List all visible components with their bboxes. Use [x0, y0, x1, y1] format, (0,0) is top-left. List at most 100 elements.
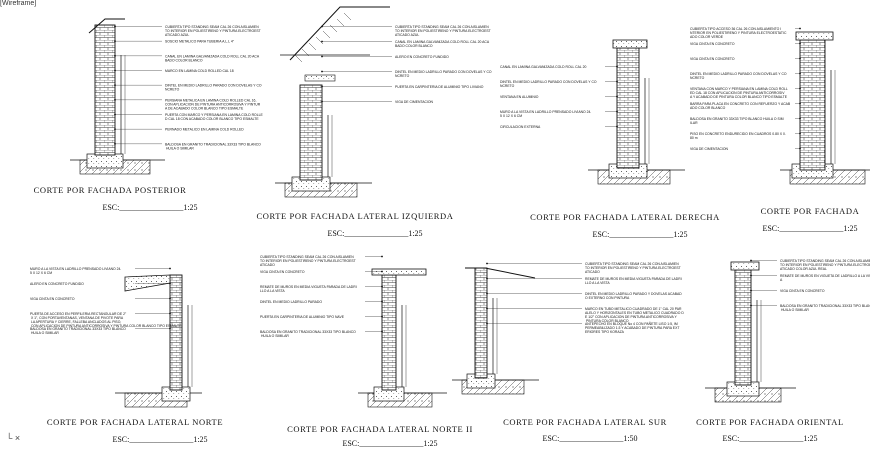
- note-text: VENTANA CON MARCO Y PERSIANA EN LAMINA C…: [690, 87, 788, 99]
- section-title: CORTE POR FACHADA: [761, 206, 860, 216]
- note-text: BALDOSA EN GRANITO TRADICIONAL 33X33 TIP…: [780, 304, 870, 312]
- ring-beam: [795, 31, 834, 41]
- section-scale: ESC:________________1:25: [327, 229, 422, 238]
- note-text: VENTANA EN ALUMINIO: [500, 95, 539, 99]
- section-7[interactable]: CUBIERTA TIPO STANDING SEAM CAL 26 CON A…: [452, 262, 684, 443]
- leader-dot: [114, 54, 116, 57]
- section-3[interactable]: CANAL EN LAMINA GALVANIZADA COLD ROLL CA…: [500, 39, 720, 239]
- roof-hatch: [308, 42, 317, 51]
- section-4[interactable]: CUBIERTA TIPO ACCESO 36 CAL 26 CON AISLA…: [690, 27, 870, 233]
- note-text: DINTEL EN MEDIO LADRILLO PARADO CON DOVE…: [165, 84, 262, 92]
- cantilever-eave: [124, 274, 171, 292]
- roof-hatch: [336, 18, 345, 27]
- note-text: BALDOSA EN GRANITO TRADICIONAL 33X33 TIP…: [30, 327, 126, 335]
- note-text: VIGA DE CIMENTACION: [395, 100, 434, 104]
- note-text: ALERO EN CONCRETO FUNDIDO: [395, 55, 449, 59]
- note-text: PUERTA EN CARPINTERIA DE ALUMINIO TIPO N…: [260, 315, 345, 319]
- note-text: REMATE DE MUROS EN MEDIA VIGUETA PARADA …: [585, 277, 682, 285]
- leader-dot: [616, 125, 618, 128]
- leader-dot: [114, 142, 116, 145]
- leader-dot: [486, 262, 488, 265]
- section-title: CORTE POR FACHADA LATERAL IZQUIERDA: [256, 211, 453, 221]
- section-scale: ESC:________________1:50: [542, 434, 637, 443]
- leader-dot: [799, 42, 801, 45]
- leader-dot: [169, 282, 171, 285]
- viewport-label[interactable]: [Wireframe]: [0, 0, 37, 7]
- section-scale: ESC:________________1:25: [722, 434, 817, 443]
- leader-dot: [486, 322, 488, 325]
- leader-dot: [799, 57, 801, 60]
- leader-dot: [321, 70, 323, 73]
- note-text: REMATE DE MUROS EN VIGUETA DE LADRILLO A…: [780, 274, 870, 282]
- leader-dot: [799, 117, 801, 120]
- section-6[interactable]: CUBIERTA TIPO STANDING SEAM CAL 26 CON A…: [260, 255, 473, 448]
- leader-dot: [169, 297, 171, 300]
- note-text: CUBIERTA TIPO STANDING SEAM CAL 26 CON A…: [585, 262, 681, 274]
- note-text: PUERTA EN CARPINTERIA DE ALUMINIO TIPO L…: [395, 85, 484, 89]
- leader-dot: [799, 87, 801, 90]
- ring-beam: [612, 39, 648, 49]
- leader-dot: [114, 98, 116, 101]
- brick-wall: [169, 274, 183, 391]
- note-text: VIGA CINTA EN CONCRETO: [780, 289, 825, 293]
- leader-dot: [114, 128, 116, 131]
- note-text: DINTEL EN MEDIO LADRILLO PARADO CON DOVE…: [395, 70, 492, 78]
- ucs-axis-icon: └ ×: [6, 433, 21, 443]
- note-text: CUBIERTA TIPO ACCESO 36 CAL 26 CON AISLA…: [690, 27, 787, 39]
- note-text: REMATE DE MUROS EN MEDIA VIGUETA PARADA …: [260, 285, 357, 293]
- section-title: CORTE POR FACHADA LATERAL SUR: [503, 417, 667, 427]
- brick-wall: [299, 84, 323, 181]
- note-text: CANAL EN LAMINA GALVANIZADA COLD ROLL CA…: [165, 54, 260, 62]
- leader-dot: [799, 132, 801, 135]
- note-text: MARCO EN LAMINA COLD ROLLED CAL 18: [165, 69, 234, 73]
- note-text: PERNADO METALICO EN LAMINA COLD ROLLED: [165, 128, 244, 132]
- leader-dot: [114, 40, 116, 43]
- note-text: ANTEPECHO EN BLOQUE No 4 CON PAÑETE LISO…: [585, 321, 679, 334]
- leader-dot: [381, 330, 383, 333]
- brick-wall: [616, 47, 640, 169]
- leader-dot: [486, 292, 488, 295]
- leader-dot: [114, 113, 116, 116]
- note-text: PUERTA CON MARCO Y PERSIANA EN LAMINA CO…: [165, 113, 263, 121]
- section-2[interactable]: CUBIERTA TIPO STANDING SEAM CAL 26 CON A…: [256, 6, 492, 238]
- leader-dot: [799, 72, 801, 75]
- note-text: DINTEL EN MEDIO LADRILLO PARADO CON DOVE…: [500, 80, 597, 88]
- note-text: CUBIERTA TIPO STANDING SEAM CAL 26 CON A…: [165, 25, 261, 37]
- roof-line: [88, 18, 125, 34]
- overhang-slab: [304, 74, 336, 82]
- leader-dot: [381, 255, 383, 258]
- roof-hatch: [329, 24, 338, 33]
- leader-dot: [799, 27, 801, 30]
- roof-line: [289, 6, 390, 61]
- leader-dot: [750, 289, 752, 292]
- note-text: MURO A LA VISTA EN LADRILLO PRENSADO LIV…: [30, 267, 121, 275]
- section-5[interactable]: MURO A LA VISTA EN LADRILLO PRENSADO LIV…: [30, 267, 223, 444]
- leader-dot: [114, 25, 116, 28]
- leader-dot: [169, 312, 171, 315]
- leader-dot: [114, 69, 116, 72]
- note-text: MURO A LA VISTA EN LADRILLO PRENSADO LIV…: [500, 110, 591, 118]
- note-text: CANAL EN LAMINA GALVANIZADA COLD ROLL CA…: [395, 40, 490, 48]
- leader-dot: [321, 85, 323, 88]
- note-text: CUBIERTA TIPO STANDING SEAM CAL 26 CON A…: [260, 255, 356, 267]
- section-1[interactable]: CUBIERTA TIPO STANDING SEAM CAL 26 CON A…: [34, 18, 264, 212]
- roof-hatch: [294, 54, 303, 63]
- note-text: PISO EN CONCRETO ENDURECIDO EN CUADROS 0…: [690, 132, 786, 140]
- leader-dot: [114, 84, 116, 87]
- note-text: DINTEL EN MEDIO LADRILLO PARADO CON DOVE…: [690, 72, 787, 80]
- section-title: CORTE POR FACHADA POSTERIOR: [34, 185, 187, 195]
- leader-dot: [381, 315, 383, 318]
- section-8[interactable]: CUBIERTA TIPO STANDING SEAM CAL 26 CON A…: [696, 259, 870, 443]
- note-text: CUBIERTA TIPO STANDING SEAM CAL 26 CON A…: [780, 259, 870, 271]
- brick-wall: [474, 267, 488, 379]
- note-text: BARRA PARA PLACA EN CONCRETO CON REFUERZ…: [690, 102, 791, 110]
- note-text: CANAL EN LAMINA GALVANIZADA COLD ROLL CA…: [500, 65, 586, 69]
- note-text: CIRCULACION EXTERNA: [500, 125, 541, 129]
- ring-beam: [730, 261, 760, 271]
- roof-line: [465, 267, 536, 279]
- roof-hatch: [322, 30, 331, 39]
- note-text: MARCO EN TUBO METALICO CUADRADO DE 1" CA…: [585, 307, 684, 323]
- note-text: VIGA CINTA EN CONCRETO: [690, 57, 735, 61]
- note-text: CUBIERTA TIPO STANDING SEAM CAL 26 CON A…: [395, 25, 491, 37]
